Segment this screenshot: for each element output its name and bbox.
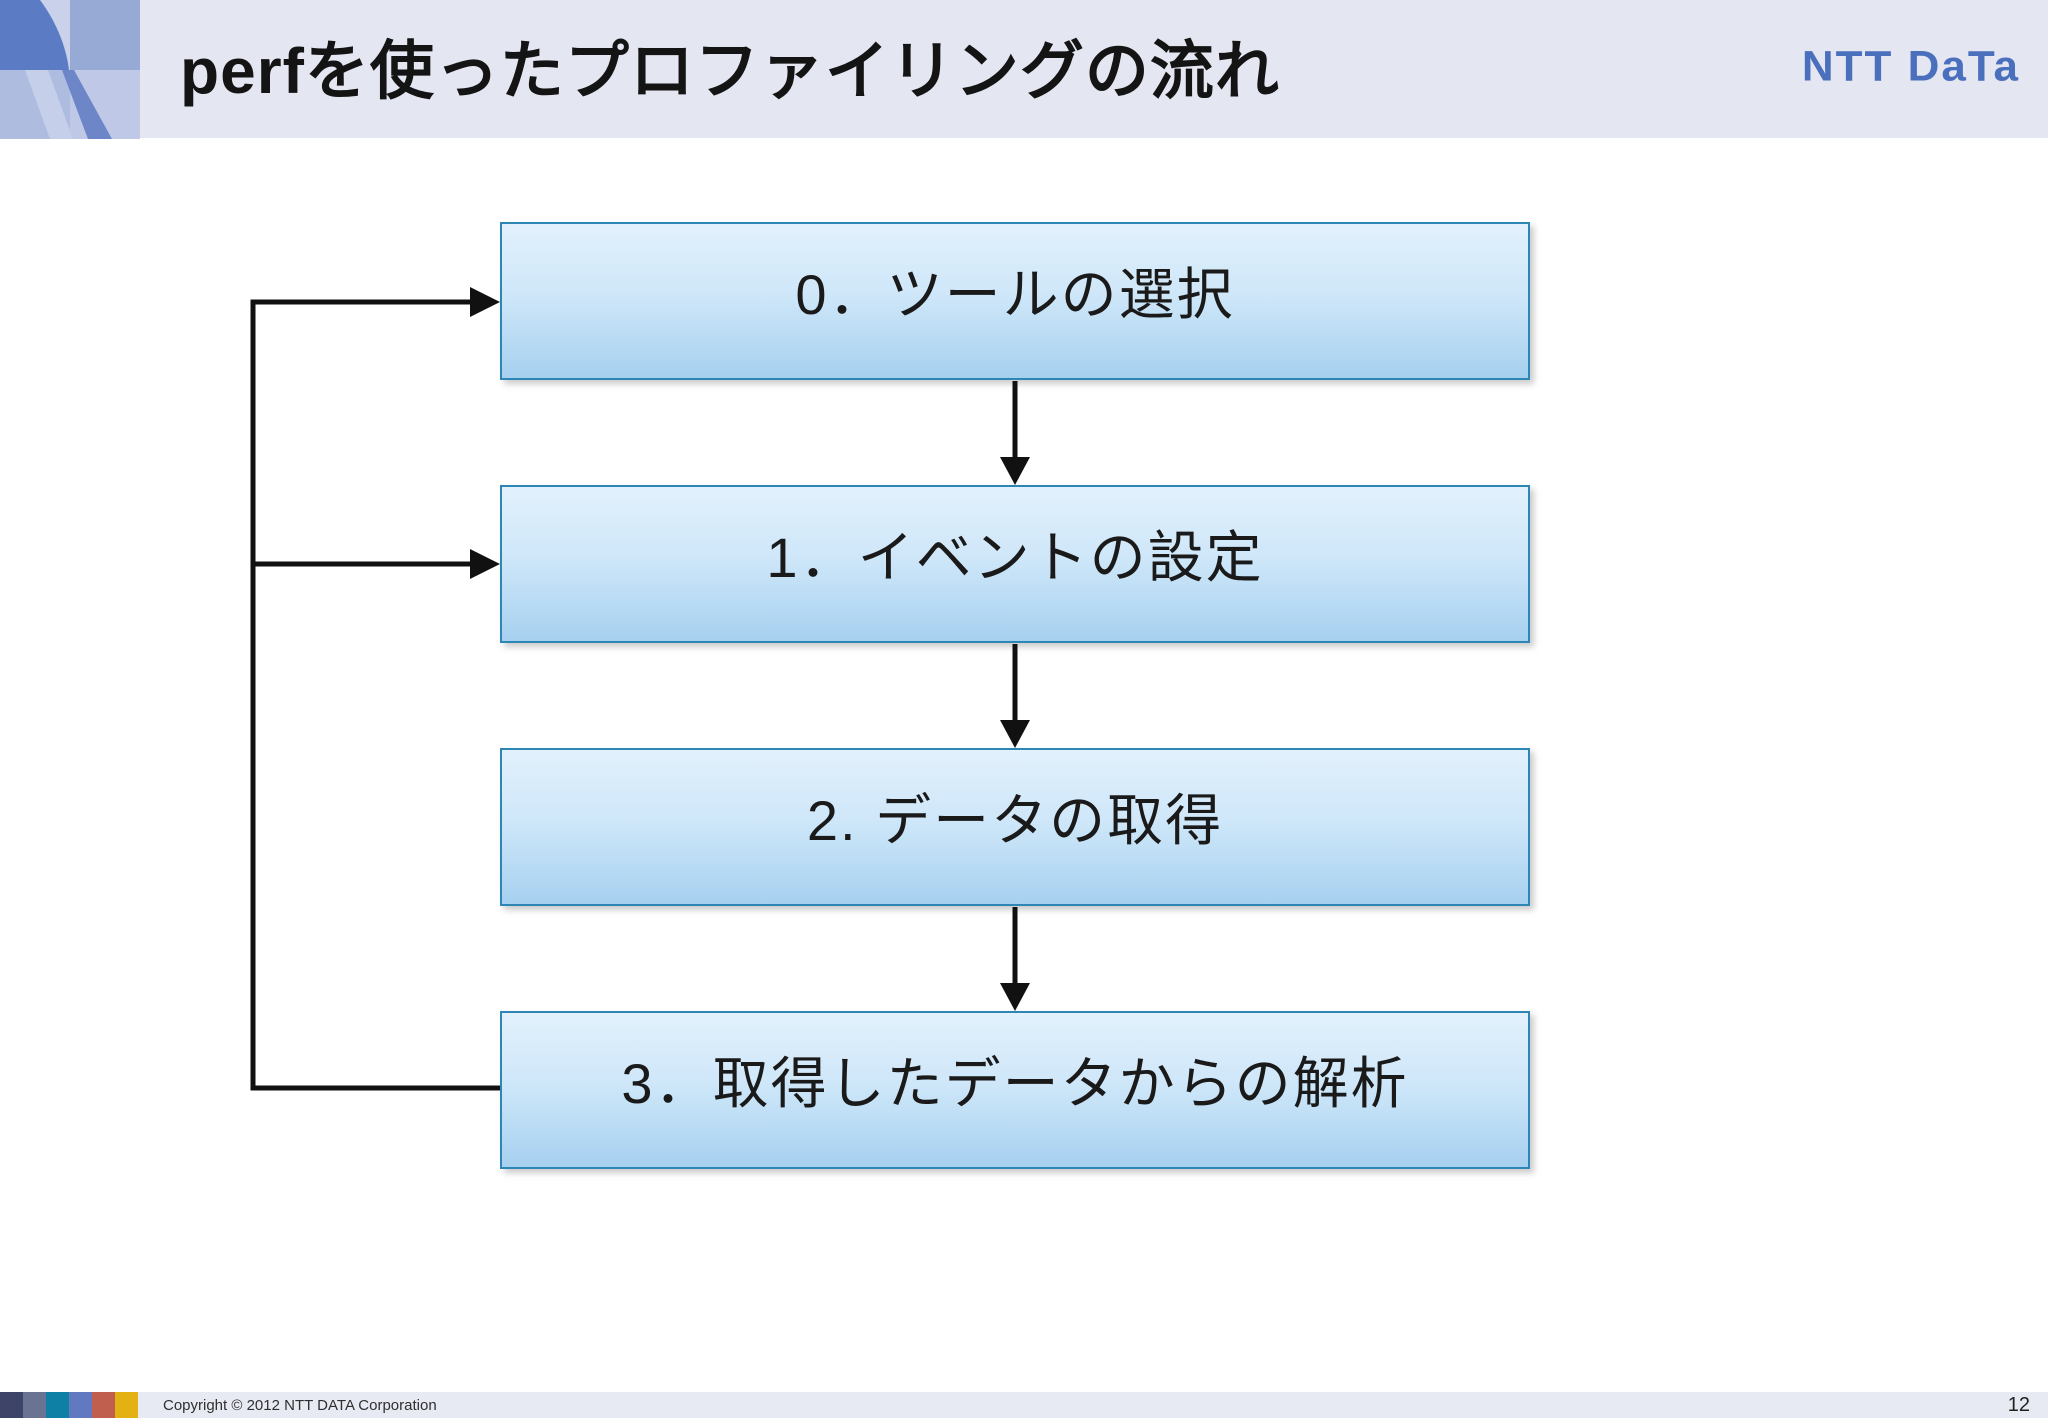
flow-step-label: 3．取得したデータからの解析 bbox=[621, 1051, 1409, 1115]
flow-step-label: 1．イベントの設定 bbox=[766, 525, 1264, 589]
flow-step-data-analysis: 3．取得したデータからの解析 bbox=[500, 1011, 1530, 1169]
corner-wave-pattern-icon bbox=[0, 0, 140, 139]
copyright-text: Copyright © 2012 NTT DATA Corporation bbox=[163, 1396, 437, 1414]
nttdata-logo: NTT DaTa bbox=[1801, 43, 2020, 91]
flow-step-label: 2. データの取得 bbox=[806, 788, 1224, 852]
flow-step-event-setup: 1．イベントの設定 bbox=[500, 485, 1530, 643]
flow-step-label: 0．ツールの選択 bbox=[795, 262, 1235, 326]
color-strip-squares-icon bbox=[0, 1392, 138, 1418]
flow-step-tool-selection: 0．ツールの選択 bbox=[500, 222, 1530, 380]
flow-step-data-acquisition: 2. データの取得 bbox=[500, 748, 1530, 906]
slide-footer: Copyright © 2012 NTT DATA Corporation 12 bbox=[0, 1392, 2048, 1418]
slide-header: perfを使ったプロファイリングの流れ NTT DaTa bbox=[0, 0, 2048, 139]
page-number: 12 bbox=[2007, 1393, 2030, 1416]
page-title: perfを使ったプロファイリングの流れ bbox=[180, 35, 1280, 107]
